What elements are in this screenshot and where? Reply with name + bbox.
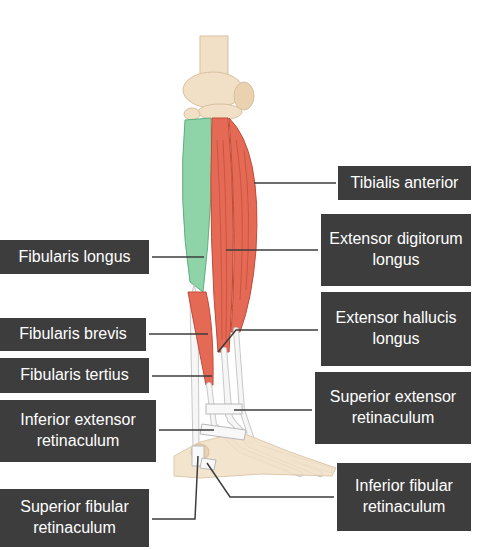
label-box: Fibularis tertius <box>0 358 149 393</box>
label-text: Inferior fibular retinaculum <box>345 476 463 518</box>
fibularis-longus-muscle <box>182 118 211 292</box>
label-box: Fibularis brevis <box>0 318 146 351</box>
retinaculum-band <box>206 404 242 414</box>
label-text: Fibularis tertius <box>20 365 128 386</box>
label-box: Fibularis longus <box>0 240 149 274</box>
label-box: Inferior extensor retinaculum <box>0 400 156 462</box>
label-text: Extensor digitorum longus <box>329 229 463 271</box>
label-text: Fibularis longus <box>18 247 130 268</box>
label-text: Superior fibular retinaculum <box>8 497 141 539</box>
label-text: Inferior extensor retinaculum <box>8 410 148 452</box>
foot-bones <box>174 432 336 478</box>
label-text: Fibularis brevis <box>19 324 127 345</box>
label-box: Superior fibular retinaculum <box>0 489 149 547</box>
tibialis-anterior-muscle <box>229 118 257 332</box>
fibula-head <box>184 108 200 120</box>
label-box: Tibialis anterior <box>338 166 471 200</box>
muscle-fibers <box>217 140 249 340</box>
retinaculum-band <box>200 424 246 440</box>
femur-condyle <box>183 72 243 108</box>
patella-bone <box>234 82 254 110</box>
fibularis-brevis-muscle <box>188 292 213 385</box>
label-box: Extensor hallucis longus <box>321 292 471 366</box>
label-box: Extensor digitorum longus <box>321 214 471 286</box>
label-box: Superior extensor retinaculum <box>315 372 471 444</box>
leader-lines <box>149 183 336 519</box>
label-text: Tibialis anterior <box>351 173 459 194</box>
label-box: Inferior fibular retinaculum <box>337 463 471 531</box>
extensor-digitorum-muscle <box>211 118 233 352</box>
label-text: Superior extensor retinaculum <box>323 387 463 429</box>
femur-bone <box>200 36 228 76</box>
label-text: Extensor hallucis longus <box>329 308 463 350</box>
